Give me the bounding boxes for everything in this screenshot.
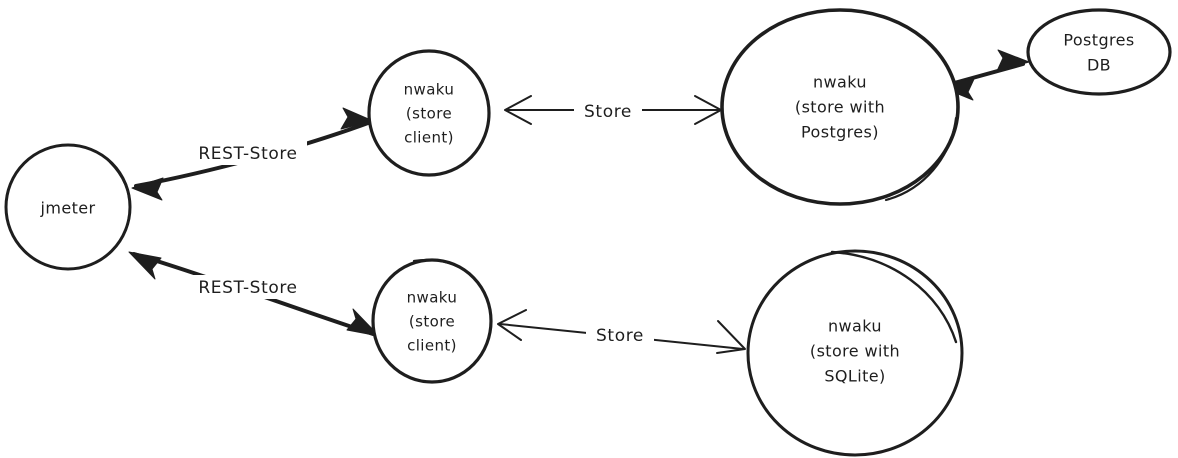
node-label-line: (store with [795,98,885,117]
node-sketch-overstroke [412,258,468,273]
node-store-postgres[interactable]: nwaku (store with Postgres) [720,8,960,206]
edge-rest-store-bottom: REST-Store [128,251,380,337]
node-sketch-overstroke [108,160,132,208]
node-label-line: (store with [810,342,900,361]
node-shape-circle [367,49,491,177]
node-jmeter[interactable]: jmeter [4,143,132,271]
node-label-line: nwaku [813,73,867,92]
arrowhead-open-end [716,320,746,354]
node-store-client-top[interactable]: nwaku (store client) [367,49,491,177]
node-postgres-db[interactable]: Postgres DB [1026,8,1172,96]
node-label-line: client) [407,337,457,355]
node-label-line: Postgres [1063,31,1134,50]
arrowhead-open-start [497,309,527,341]
edge-label-store-top: Store [584,102,632,122]
node-label-line: nwaku [828,317,882,336]
edge-store-top: Store [504,95,722,125]
node-label-line: (store [409,313,455,331]
node-label-line: (store [406,105,452,123]
edge-label-store-bottom: Store [596,326,644,346]
edge-label-backdrop [189,141,307,165]
node-shape-ellipse [720,8,960,206]
node-label-line: DB [1087,56,1111,75]
node-label-line: jmeter [40,199,96,218]
arrowhead-open-start [504,95,532,125]
edge-rest-store-top: REST-Store [131,107,374,201]
edge-label-backdrop [189,275,307,299]
edge-label-rest-store-top: REST-Store [198,144,297,164]
edge-label-backdrop [586,324,654,347]
node-label-line: nwaku [404,81,455,99]
arrowhead-solid-end [346,308,380,337]
arrowhead-solid-end [996,49,1030,72]
node-sketch-overstroke [884,116,958,202]
node-shape-ellipse [1026,8,1172,96]
edge-label-backdrop [574,99,642,122]
node-store-client-bottom[interactable]: nwaku (store client) [371,258,493,384]
node-store-sqlite[interactable]: nwaku (store with SQLite) [746,249,964,457]
node-shape-circle [746,249,964,457]
node-label-line: client) [404,129,454,147]
node-label-line: nwaku [407,289,458,307]
node-label-line: Postgres) [801,123,879,142]
arrowhead-solid-start [128,251,162,280]
edge-store-bottom: Store [497,309,746,354]
arrowhead-solid-start [131,177,164,201]
edge-label-rest-store-bottom: REST-Store [198,278,297,298]
arrowhead-solid-end [340,107,374,130]
node-label-line: SQLite) [824,367,885,386]
node-sketch-overstroke [830,250,958,344]
